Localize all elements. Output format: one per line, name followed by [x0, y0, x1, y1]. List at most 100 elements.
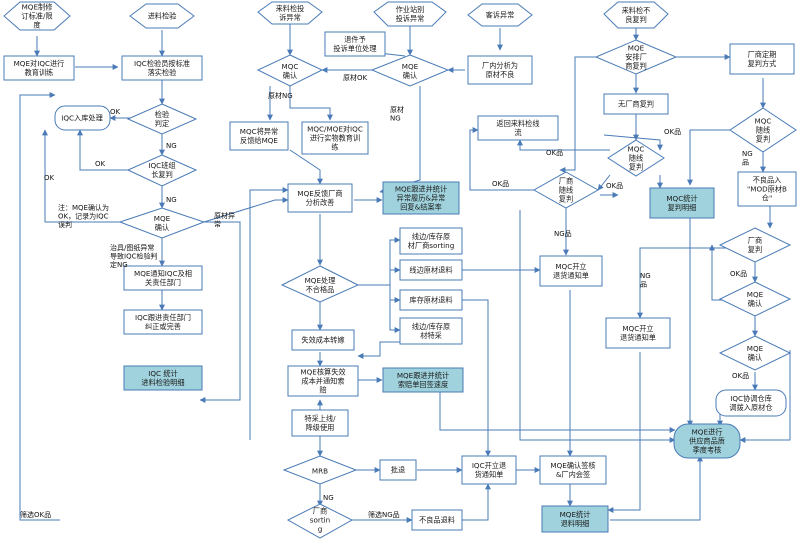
label-iqc-return-note: IQC开立退货通知单	[472, 461, 506, 479]
box-factory-analysis	[467, 55, 533, 85]
label-iqc-lead-recheck: IQC班组长复判	[148, 161, 175, 179]
box-confirm-sign	[539, 455, 607, 485]
box-reply-unit	[324, 31, 386, 57]
box-approve-return	[379, 459, 417, 481]
terminal-line-complaint	[257, 1, 323, 25]
decision-mqe-handle	[280, 265, 360, 303]
terminal-incoming-inspection	[129, 3, 195, 29]
edge-label-raw-ok: 原材OK	[343, 73, 368, 82]
edge-label-jig: 治具/图纸异常导致IQC检验判定NG	[110, 243, 157, 269]
label-line-special: 线边/库存原材特采	[412, 322, 450, 340]
edge-label-ng-2: NG	[166, 196, 177, 204]
box-line-return	[399, 259, 463, 281]
box-iqc-coordinate	[715, 389, 787, 417]
edge-label-ok-1: OK	[110, 108, 121, 116]
decision-vendor-recheck-2	[718, 227, 792, 263]
box-stock-return	[399, 289, 463, 311]
box-mqc-open-2	[605, 317, 671, 349]
decision-mqc-confirm	[256, 54, 324, 87]
edge-label-ok-item-3: OK品	[492, 180, 509, 188]
box-mqe-notify	[123, 265, 203, 291]
label-special-use: 特采上线/降级使用	[304, 414, 336, 432]
box-iqc-stats	[123, 365, 203, 391]
label-mqe-handle: MQE处理不合格品	[305, 276, 336, 294]
label-op-complaint: 作业站别投诉异常	[396, 5, 425, 23]
label-return-line: 返回来料检线流	[496, 119, 539, 137]
edge-label-ok-item-4: OK品	[606, 182, 623, 190]
box-loss-transfer	[291, 329, 355, 351]
label-confirm-sign: MQE确认签核&厂内会签	[550, 461, 595, 479]
label-stats-4: MQE统计退料明细	[560, 510, 591, 528]
label-reply-unit: 退件予投诉单位处理	[333, 35, 376, 53]
label-incoming-inspection: 进料检验	[148, 12, 177, 21]
box-no-vendor	[603, 93, 669, 115]
label-mqc-feedback: MQC将异常反馈给MQE	[240, 127, 279, 145]
label-mqc-open-2: MQC开立退货通知单	[620, 324, 656, 342]
decision-vendor-sorting	[286, 503, 354, 539]
label-stats-3: MQE跟进并统计索赔单回签速度	[397, 371, 449, 389]
edge-label-ok-item-6: OK品	[732, 372, 749, 380]
label-iqc-warehouse: IQC入库处理	[61, 114, 103, 123]
label-vendor-recheck: 厂商随线复判	[559, 177, 573, 204]
label-mqe-standard: MQE制修订标准/限度	[21, 3, 52, 30]
label-line-sort: 线边/库存原材厂商sorting	[408, 232, 455, 250]
box-stats-4	[541, 505, 609, 533]
terminal-op-complaint	[373, 1, 447, 27]
box-vendor-analysis	[287, 183, 353, 213]
box-mqe-education	[3, 55, 75, 81]
decision-inspection-judge	[126, 103, 198, 135]
box-iqc-warehouse	[54, 105, 111, 131]
label-mqe-notify: MQE通知IQC及相关责任部门	[134, 269, 192, 287]
decision-mqe-confirm-4	[718, 335, 792, 371]
label-mqc-open-1: MQC开立退货通知单	[553, 262, 589, 280]
edge-label-ok-item-5: OK品	[730, 270, 747, 278]
label-iqc-coordinate: IQC协调仓库调拨入原材仓	[729, 394, 772, 412]
label-factory-analysis: 厂内分析为原材不良	[482, 61, 518, 79]
edges	[19, 24, 791, 523]
decision-vendor-recheck	[532, 171, 600, 209]
label-vendor-analysis: MQE反馈厂商分析改善	[297, 189, 342, 207]
decision-mqe-arrange	[594, 39, 678, 75]
box-mqc-feedback	[229, 121, 289, 151]
box-mqc-open-1	[539, 255, 603, 287]
label-line-complaint: 来料检投诉异常	[276, 4, 305, 22]
label-bad-return: 不良品退料	[419, 516, 455, 525]
edge-label-ng-item-1: NG品	[554, 230, 572, 238]
edge-label-filter-ok: 筛选OK品	[20, 510, 51, 519]
label-stats-5: MQC统计复判明细	[666, 194, 697, 212]
terminal-incoming-bad	[603, 1, 669, 29]
box-iqc-return-note	[461, 455, 517, 485]
label-vendor-periodic: 厂商定期复判方式	[748, 50, 777, 68]
box-stats-2	[382, 181, 460, 215]
label-incoming-bad: 来料检不良复判	[622, 6, 651, 24]
label-customer-complaint: 客诉异常	[486, 11, 515, 20]
label-approve-return: 批退	[391, 466, 405, 475]
decision-mqe-confirm-2	[370, 54, 450, 87]
edge-label-ok-2: OK	[95, 160, 106, 168]
edge-label-ok-3: OK	[44, 174, 55, 182]
decision-mqc-recheck	[607, 139, 665, 177]
label-iqc-track: IQC跟进责任部门纠正或完善	[135, 313, 191, 331]
box-bad-return	[411, 509, 463, 531]
edge-label-ok-item-2: OK品	[546, 149, 563, 157]
decision-mqc-random	[729, 107, 797, 153]
box-iqc-track	[123, 309, 203, 335]
label-iqc-inspect-standard: IQC检验员按标准落实检验	[134, 59, 190, 77]
box-line-sort	[399, 227, 463, 255]
box-return-line	[477, 115, 559, 141]
box-special-use	[291, 409, 349, 437]
box-stats-5	[649, 187, 715, 219]
edge-label-raw-ng: 原材NG	[268, 91, 293, 100]
label-inspection-judge: 检验判定	[155, 110, 169, 128]
box-edu-2	[301, 121, 369, 155]
